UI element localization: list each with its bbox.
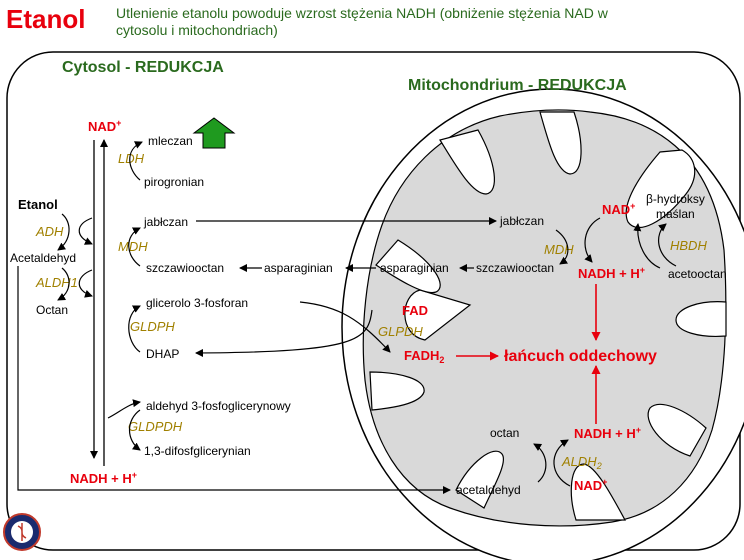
hbdh-cofactor-arrow [633,223,661,269]
page-title: Etanol [6,4,85,34]
dhap-return-arrow [195,309,373,357]
mito-nadh-bottom: NADH + H+ [574,425,641,441]
aldh1-cofactor-arrow [78,269,93,298]
university-seal-icon [3,513,41,551]
gldph-enzyme: GLDPH [130,319,175,334]
cytosol-jablczan-label: jabłczan [143,215,188,229]
mito-mdh-cofactor-arrow [584,217,601,263]
mitochondrion-cristae [369,111,727,521]
adh-enzyme: ADH [35,224,64,239]
ldh-enzyme: LDH [118,151,145,166]
mitochondrion-title: Mitochondrium - REDUKCJA [408,77,627,94]
etanol-label: Etanol [18,197,58,212]
hydroksy-label-line1: β-hydroksy [646,192,705,206]
gldpdh-cofactor-arrow [107,399,141,419]
mito-asparaginian-label: asparaginian [380,261,449,275]
glicerolo-shuttle-arrow [299,301,391,353]
szczawiooctan-to-jablczan-arrow [128,227,141,267]
hbdh-enzyme: HBDH [670,238,707,253]
mito-jablczan-label: jabłczan [499,214,544,228]
up-arrow-icon [192,117,236,149]
cytosol-nad: NAD+ [88,118,121,134]
page-subtitle-line1: Utlenienie etanolu powoduje wzrost stęże… [116,5,609,21]
fadh-label: FADH2 [404,348,444,365]
mito-mdh-enzyme: MDH [544,242,574,257]
cytosol-szczawiooctan-label: szczawiooctan [146,261,224,275]
pirogronian-label: pirogronian [144,175,204,189]
dhap-to-glicerolo-arrow [128,305,141,353]
glicerolo-label: glicerolo 3-fosforan [146,296,248,310]
octan-label: Octan [36,303,68,317]
adh-cofactor-arrow [78,217,93,245]
mito-octan-label: octan [490,426,519,440]
acetooctan-label: acetooctan [668,267,727,281]
mito-jablczan-to-szczawiooctan-arrow [555,229,569,265]
gldpdh-enzyme: GLDPDH [128,419,183,434]
page-subtitle-line2: cytosolu i mitochondriach) [116,22,278,38]
acetaldehyd-label: Acetaldehyd [10,251,76,265]
cytosol-nadh: NADH + H+ [70,470,137,486]
mito-nadh: NADH + H+ [578,265,645,281]
etanol-to-acetaldehyd-arrow [57,213,70,251]
cytosol-asparaginian-label: asparaginian [264,261,333,275]
mito-nad: NAD+ [602,201,635,217]
aldehyd-label: aldehyd 3-fosfoglicerynowy [146,399,291,413]
acetaldehyd-transport-line [17,266,451,494]
mito-szczawiooctan-label: szczawiooctan [476,261,554,275]
pirogronian-to-mleczan-arrow [129,141,143,181]
mleczan-label: mleczan [148,134,193,148]
fad-label: FAD [402,303,428,318]
acetooctan-to-hydroksy-arrow [658,223,677,267]
aldh2-cofactor-arrow [553,439,571,487]
mito-nad-bottom: NAD+ [574,477,607,493]
hydroksy-label-line2: maślan [656,207,695,221]
cytosol-mdh-enzyme: MDH [118,239,148,254]
aldh1-enzyme: ALDH1 [35,275,78,290]
electron-transport-chain: łańcuch oddechowy [504,348,657,365]
aldehyd-to-difosfo-arrow [128,409,141,451]
difosfo-label: 1,3-difosfglicerynian [144,444,251,458]
acetaldehyd-to-octan-mito-arrow [533,443,547,483]
cytosol-title: Cytosol - REDUKCJA [62,59,224,76]
aldh2-enzyme: ALDH2 [561,454,602,471]
glpdh-enzyme: GLPDH [378,324,423,339]
dhap-label: DHAP [146,347,179,361]
mito-acetaldehyd-label: acetaldehyd [456,483,521,497]
acetaldehyd-to-octan-arrow [57,267,70,301]
